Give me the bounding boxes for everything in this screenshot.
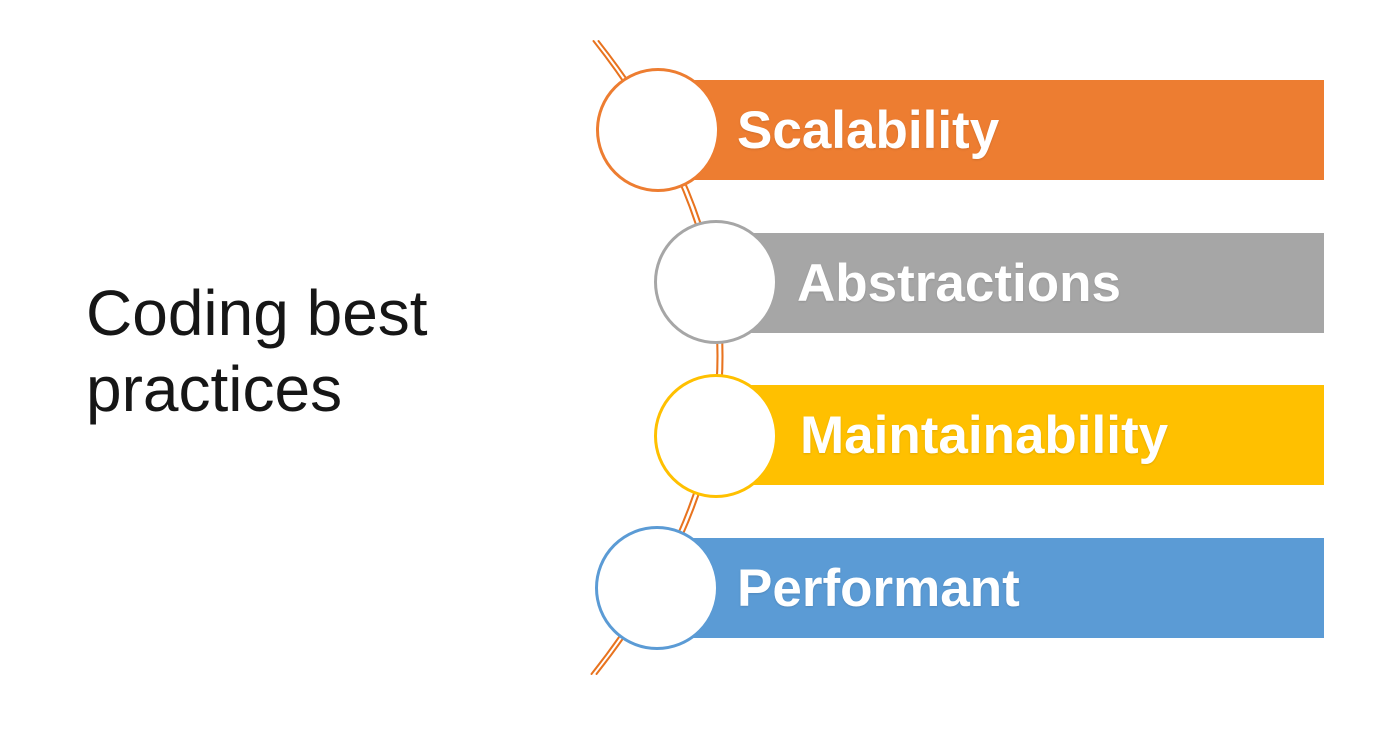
diagram-title: Coding best practices <box>86 277 428 425</box>
bar-abstractions: Abstractions <box>713 233 1324 333</box>
bar-performant-label: Performant <box>737 558 1020 618</box>
circle-performant <box>595 526 719 650</box>
circle-abstractions <box>654 220 778 344</box>
bar-maintainability: Maintainability <box>713 385 1324 485</box>
bar-scalability-label: Scalability <box>737 100 1000 160</box>
circle-scalability <box>596 68 720 192</box>
bar-maintainability-label: Maintainability <box>800 405 1169 465</box>
circle-maintainability <box>654 374 778 498</box>
bar-performant: Performant <box>655 538 1324 638</box>
bar-abstractions-label: Abstractions <box>797 253 1121 313</box>
bar-scalability: Scalability <box>655 80 1324 180</box>
